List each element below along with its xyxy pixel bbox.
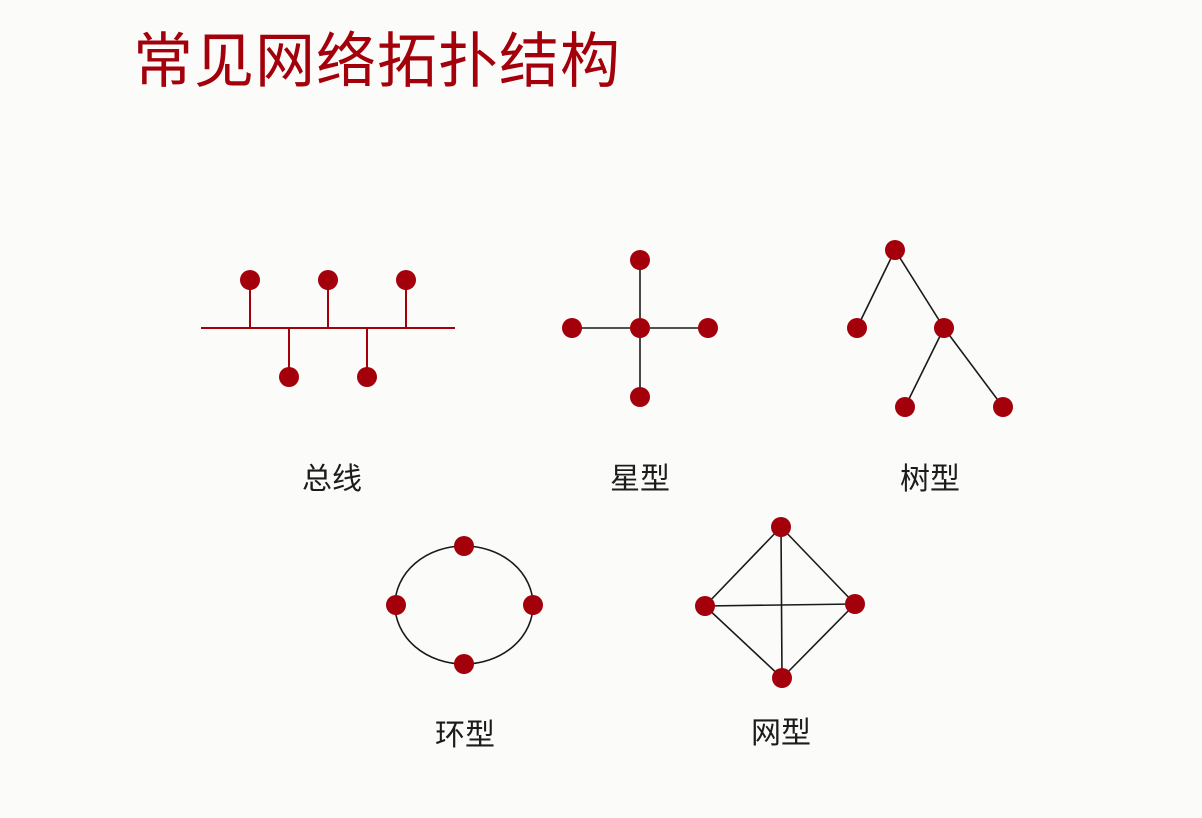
- mesh-topology: [695, 517, 865, 688]
- ring-node: [386, 595, 406, 615]
- ring-topology: [386, 536, 543, 674]
- bus-node: [240, 270, 260, 290]
- star-node: [630, 250, 650, 270]
- ring-node: [523, 595, 543, 615]
- tree-link: [856, 249, 896, 329]
- ring-label: 环型: [435, 718, 495, 753]
- tree-root-node: [885, 240, 905, 260]
- mesh-link: [780, 526, 856, 605]
- mesh-link: [704, 526, 782, 607]
- mesh-link: [704, 603, 856, 607]
- page-title: 常见网络拓扑结构: [133, 27, 621, 97]
- ring-node: [454, 536, 474, 556]
- ring-node: [454, 654, 474, 674]
- bus-node: [396, 270, 416, 290]
- mesh-node: [772, 668, 792, 688]
- tree-node: [847, 318, 867, 338]
- mesh-link: [781, 603, 856, 679]
- mesh-link: [704, 605, 783, 679]
- star-topology: [562, 250, 718, 407]
- star-node: [562, 318, 582, 338]
- mesh-node: [695, 596, 715, 616]
- mesh-link: [780, 526, 783, 679]
- mesh-node: [771, 517, 791, 537]
- tree-label: 树型: [900, 462, 960, 497]
- tree-link: [904, 327, 945, 408]
- bus-node: [318, 270, 338, 290]
- mesh-node: [845, 594, 865, 614]
- tree-link: [894, 249, 945, 329]
- star-label: 星型: [610, 462, 670, 497]
- tree-link: [943, 327, 1004, 408]
- bus-node: [279, 367, 299, 387]
- star-node: [630, 387, 650, 407]
- tree-node: [993, 397, 1013, 417]
- tree-topology: [847, 240, 1013, 417]
- star-node: [698, 318, 718, 338]
- bus-topology: [201, 270, 455, 387]
- tree-node: [934, 318, 954, 338]
- ring-link: [394, 545, 534, 665]
- bus-node: [357, 367, 377, 387]
- mesh-label: 网型: [751, 716, 811, 751]
- bus-label: 总线: [302, 462, 362, 497]
- star-hub-node: [630, 318, 650, 338]
- tree-node: [895, 397, 915, 417]
